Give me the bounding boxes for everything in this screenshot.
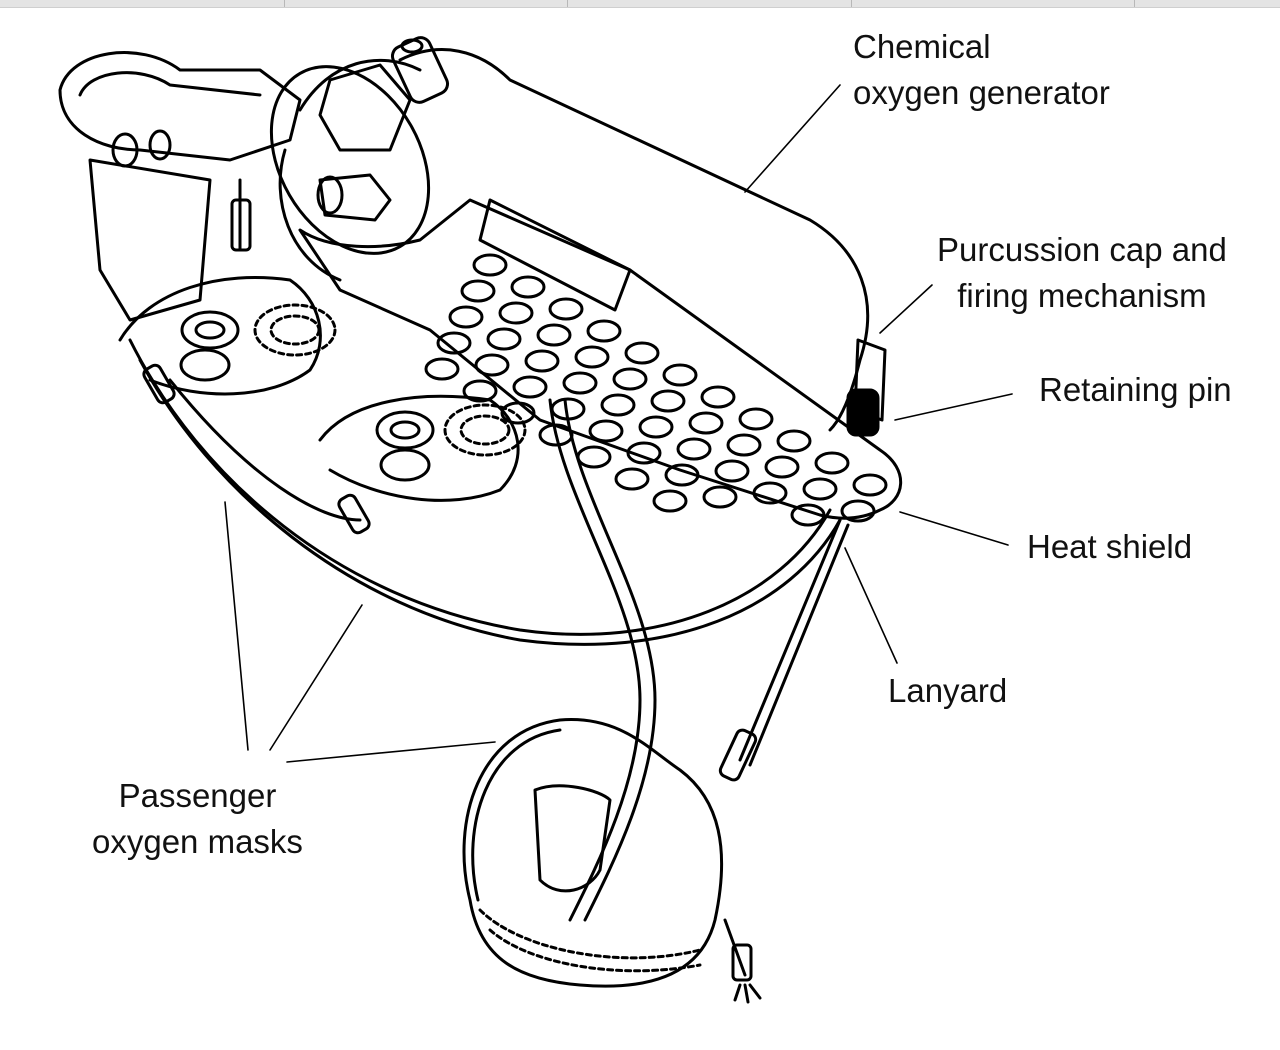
- heat-shield-hole: [714, 459, 750, 483]
- label-line: firing mechanism: [957, 277, 1207, 314]
- label-lanyard: Lanyard: [888, 668, 1007, 714]
- heat-shield-hole: [512, 375, 548, 399]
- heat-shield-hole: [436, 331, 472, 355]
- heat-shield-hole: [574, 345, 610, 369]
- heat-shield-hole: [752, 481, 788, 505]
- label-passenger-oxygen-masks: Passenger oxygen masks: [92, 773, 303, 865]
- heat-shield-hole: [498, 301, 534, 325]
- label-retaining-pin: Retaining pin: [1039, 367, 1232, 413]
- heat-shield-hole: [764, 455, 800, 479]
- heat-shield-hole: [460, 279, 496, 303]
- heat-shield-hole: [474, 353, 510, 377]
- top-bar-divider: [851, 0, 852, 7]
- heat-shield-hole: [662, 363, 698, 387]
- oxygen-mask-icon: [462, 718, 762, 1004]
- top-bar-divider: [284, 0, 285, 7]
- heat-shield-hole: [510, 275, 546, 299]
- heat-shield-hole: [802, 477, 838, 501]
- heat-shield-hole: [840, 499, 876, 523]
- heat-shield-hole: [664, 463, 700, 487]
- leader-heat-shield: [899, 511, 1009, 546]
- label-line: oxygen generator: [853, 74, 1110, 111]
- label-line: Retaining pin: [1039, 371, 1232, 408]
- heat-shield-hole: [652, 489, 688, 513]
- heat-shield-hole: [424, 357, 460, 381]
- heat-shield-hole: [588, 419, 624, 443]
- heat-shield-hole: [624, 341, 660, 365]
- heat-shield-hole: [586, 319, 622, 343]
- leader-percussion-cap: [879, 284, 933, 334]
- heat-shield-hole: [612, 367, 648, 391]
- heat-shield-hole: [676, 437, 712, 461]
- heat-shield-hole: [548, 297, 584, 321]
- heat-shield-hole: [486, 327, 522, 351]
- heat-shield-hole: [562, 371, 598, 395]
- window-top-bar: [0, 0, 1280, 8]
- firing-mechanism-icon: [846, 338, 887, 437]
- heat-shield-hole: [500, 401, 536, 425]
- oxygen-hose-icon: [548, 398, 642, 922]
- label-line: Lanyard: [888, 672, 1008, 709]
- leader-mask-3: [286, 741, 496, 763]
- label-line: Chemical: [853, 28, 991, 65]
- heat-shield-hole: [576, 445, 612, 469]
- label-percussion-cap: Purcussion cap and firing mechanism: [937, 227, 1227, 319]
- top-bar-divider: [567, 0, 568, 7]
- leader-chemical-generator: [744, 84, 841, 193]
- heat-shield-hole: [600, 393, 636, 417]
- label-line: Purcussion cap and: [937, 231, 1227, 268]
- label-line: Heat shield: [1027, 528, 1193, 565]
- heat-shield-hole: [462, 379, 498, 403]
- heat-shield-hole: [626, 441, 662, 465]
- leader-mask-1: [224, 501, 249, 751]
- heat-shield-icon: [298, 198, 903, 520]
- heat-shield-hole: [536, 323, 572, 347]
- leader-lines: [224, 84, 1013, 763]
- heat-shield-hole: [852, 473, 888, 497]
- heat-shield-hole: [524, 349, 560, 373]
- label-chemical-oxygen-generator: Chemical oxygen generator: [853, 24, 1110, 116]
- heat-shield-hole: [790, 503, 826, 527]
- heat-shield-hole: [650, 389, 686, 413]
- heat-shield-hole: [638, 415, 674, 439]
- heat-shield-hole: [700, 385, 736, 409]
- chemical-oxygen-generator-icon: [269, 36, 870, 432]
- heat-shield-hole: [472, 253, 508, 277]
- heat-shield-hole: [614, 467, 650, 491]
- leader-retaining-pin: [894, 393, 1013, 421]
- heat-shield-hole: [814, 451, 850, 475]
- label-line: Passenger: [118, 777, 277, 814]
- label-heat-shield: Heat shield: [1027, 524, 1192, 570]
- heat-shield-hole: [738, 407, 774, 431]
- leader-lanyard: [844, 547, 898, 664]
- mask-container-icon: [118, 276, 850, 782]
- manifold-bracket-icon: [58, 51, 302, 322]
- heat-shield-hole: [776, 429, 812, 453]
- leader-mask-2: [269, 604, 363, 751]
- top-bar-divider: [1134, 0, 1135, 7]
- heat-shield-hole: [688, 411, 724, 435]
- heat-shield-hole: [448, 305, 484, 329]
- heat-shield-holes: [424, 253, 888, 527]
- label-line: oxygen masks: [92, 823, 303, 860]
- heat-shield-hole: [702, 485, 738, 509]
- heat-shield-hole: [726, 433, 762, 457]
